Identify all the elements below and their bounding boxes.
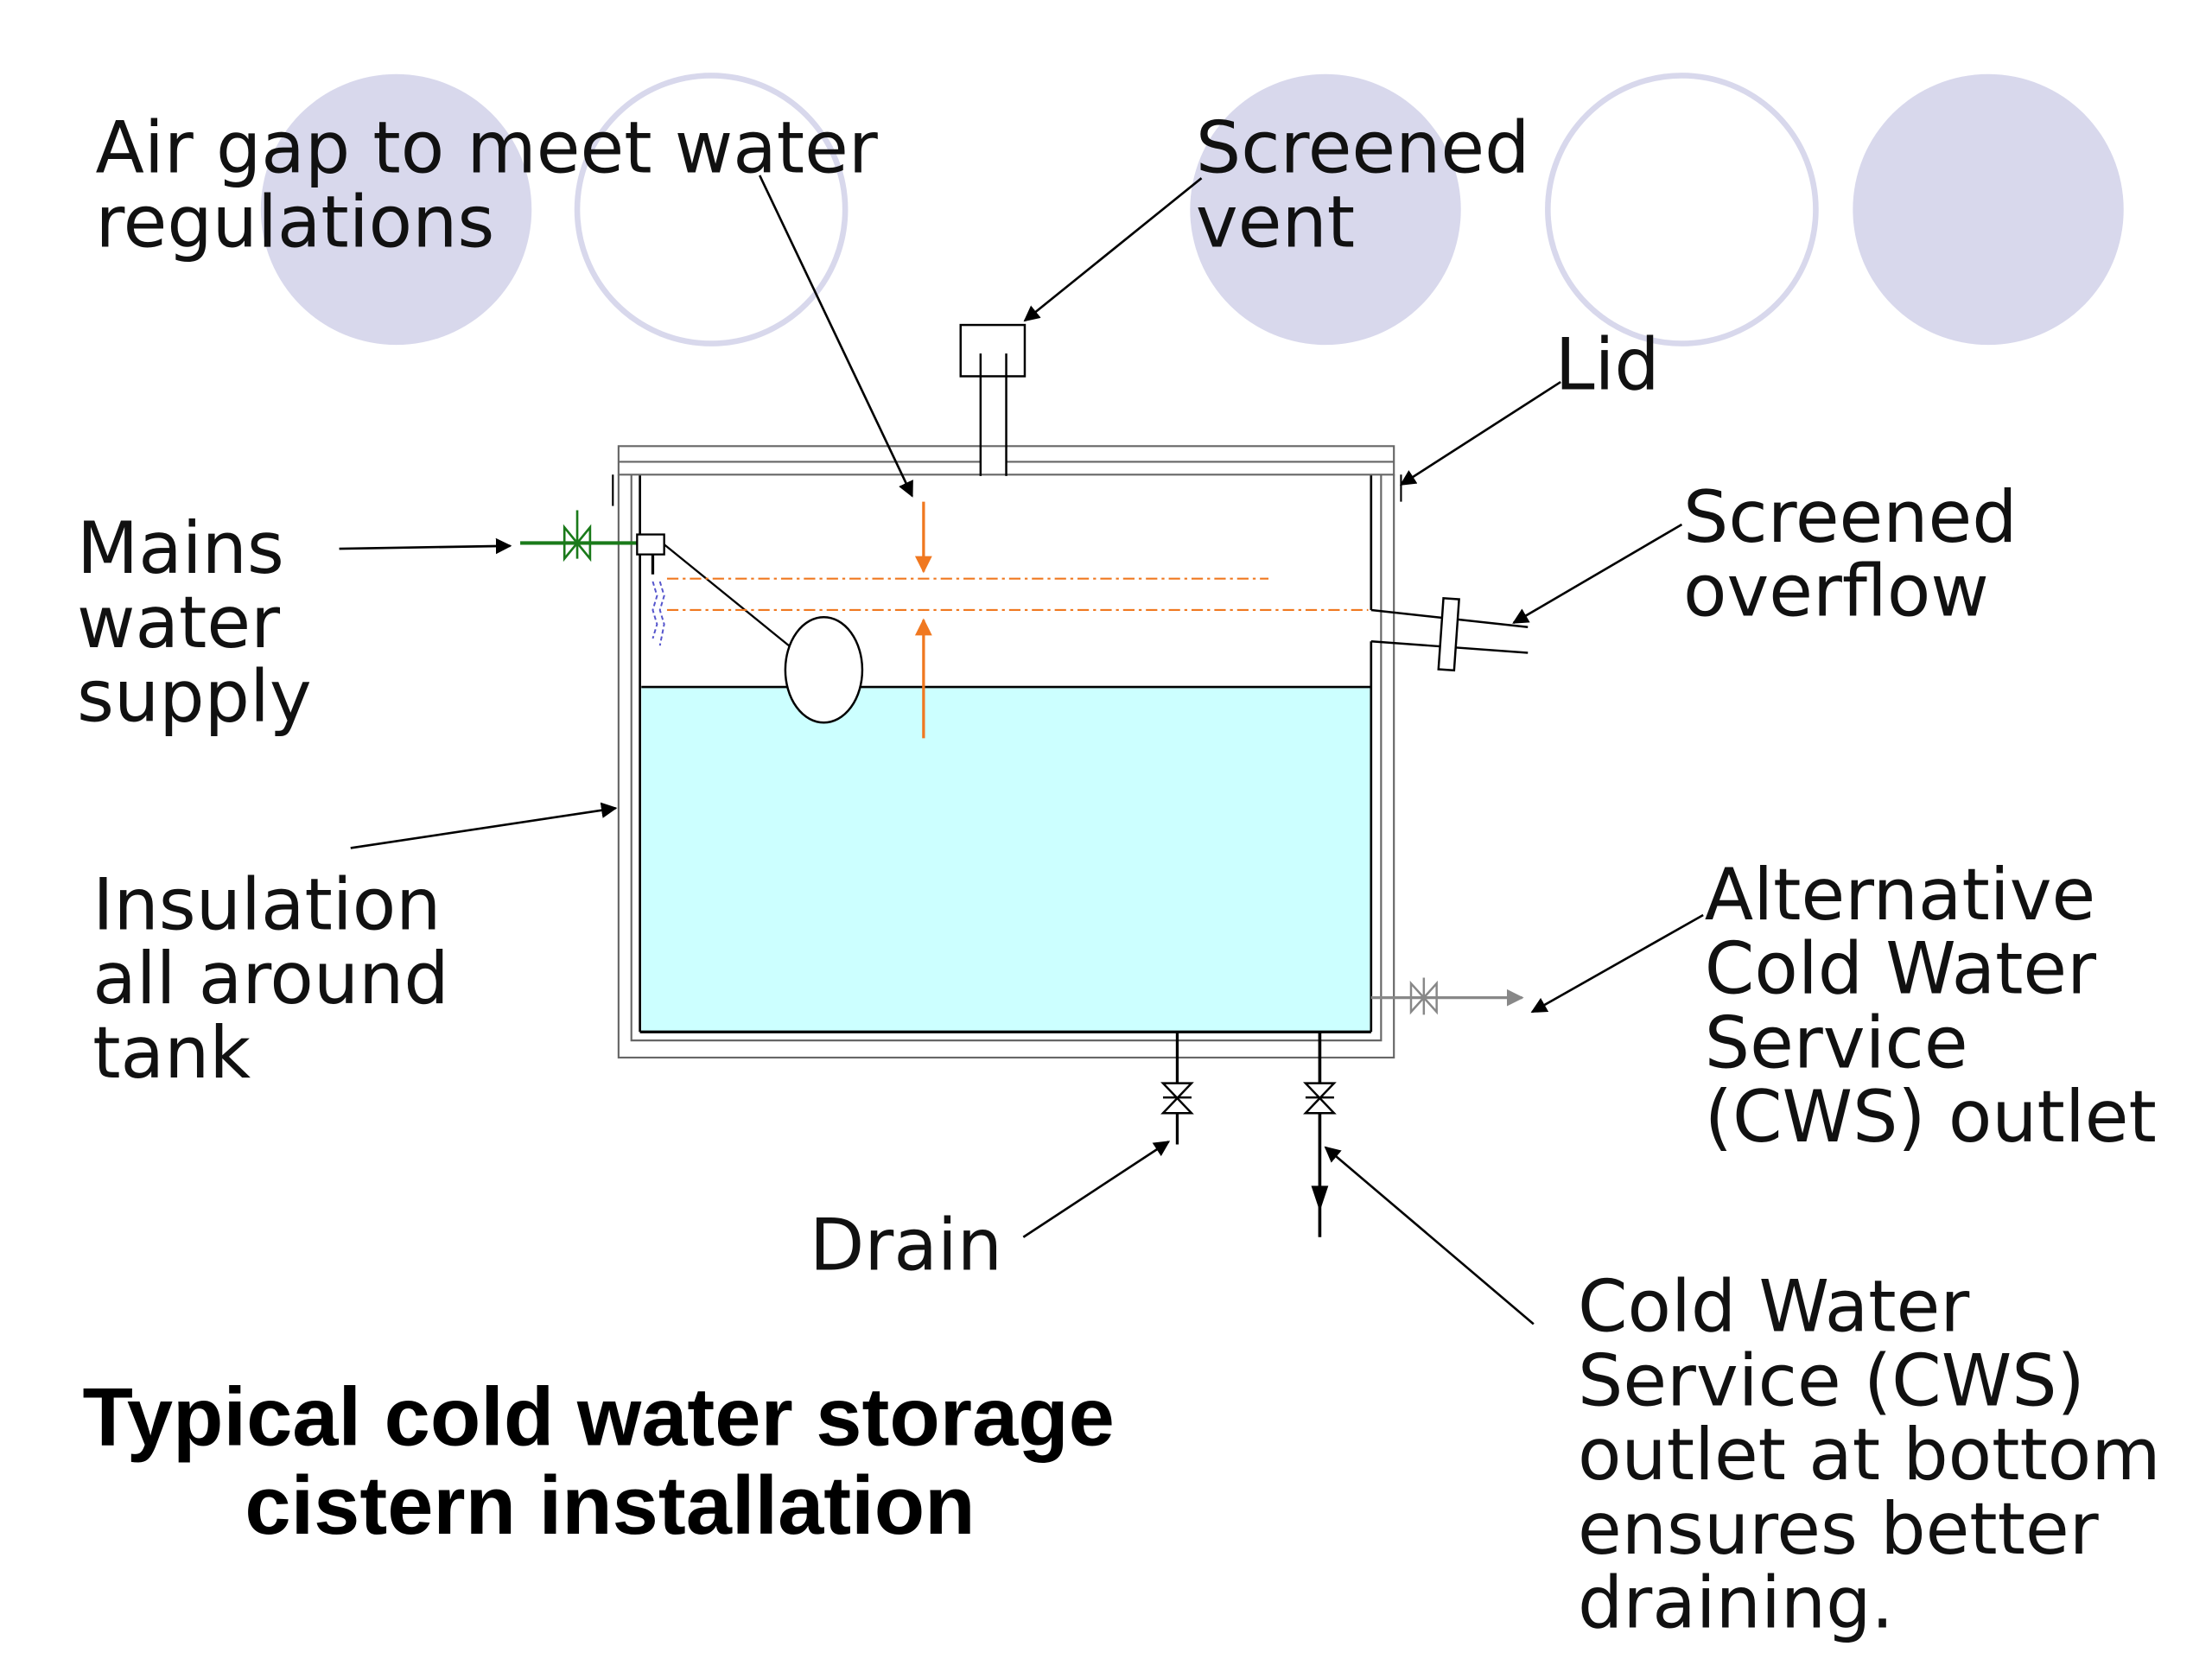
float-arm bbox=[663, 543, 793, 650]
ball-float bbox=[784, 615, 864, 724]
overflow-pipe bbox=[1370, 596, 1529, 672]
insulation-label: Insulation all around tank bbox=[92, 863, 472, 1095]
cws-flow-arrowhead bbox=[1311, 1185, 1329, 1212]
mains-water-supply-label: Mains water supply bbox=[77, 507, 312, 739]
drain-leader bbox=[1022, 1141, 1171, 1238]
bottom-outlets bbox=[1160, 1032, 1337, 1237]
decor-circle-filled bbox=[1190, 73, 1461, 346]
screened-vent-label: Screened vent bbox=[1196, 107, 1553, 264]
air-gap-leader bbox=[758, 175, 913, 498]
screened-vent bbox=[959, 323, 1027, 476]
tank bbox=[612, 445, 1402, 1058]
cws-bottom-label: Cold Water Service (CWS) outlet at botto… bbox=[1578, 1266, 2183, 1645]
drain-label: Drain bbox=[810, 1205, 1002, 1287]
mains-leader bbox=[339, 537, 512, 555]
mains-valve-icon bbox=[563, 510, 592, 563]
air-gap-label: Air gap to meet water regulations bbox=[96, 107, 900, 264]
stored-water bbox=[641, 687, 1371, 1033]
inlet-spray bbox=[652, 581, 665, 646]
alternative-cws-pipe bbox=[1370, 977, 1524, 1015]
decor-circle-ring bbox=[574, 73, 849, 346]
decor-circle-ring bbox=[1545, 73, 1819, 346]
insulation-leader bbox=[350, 802, 618, 849]
vent-leader bbox=[1023, 177, 1203, 322]
overflow-leader bbox=[1512, 523, 1683, 624]
diagram-title: Typical cold water storage cistern insta… bbox=[83, 1371, 1138, 1552]
cws-bottom-leader bbox=[1324, 1146, 1535, 1325]
air-gap-markers bbox=[666, 501, 1369, 739]
mains-inlet bbox=[520, 510, 864, 724]
overflow-screen bbox=[1437, 596, 1460, 672]
decor-circle-filled bbox=[260, 73, 532, 346]
lid-label: Lid bbox=[1555, 323, 1660, 406]
labels: Air gap to meet water regulations Screen… bbox=[77, 107, 2183, 1645]
vent-screen-box bbox=[959, 323, 1027, 378]
float-valve-body bbox=[636, 533, 665, 556]
lid-leader bbox=[1399, 380, 1561, 486]
alt-outlet-valve-icon bbox=[1409, 977, 1438, 1015]
alt-outlet-leader bbox=[1530, 913, 1704, 1014]
decorative-circles bbox=[260, 73, 2124, 346]
drain-valve-icon bbox=[1160, 1082, 1194, 1115]
leader-lines bbox=[339, 175, 1704, 1325]
alternative-cws-label: Alternative Cold Water Service (CWS) out… bbox=[1705, 854, 2157, 1159]
cws-bottom-valve-icon bbox=[1303, 1082, 1337, 1115]
screened-overflow-label: Screened overflow bbox=[1683, 476, 2040, 633]
insulation-jacket bbox=[617, 474, 1395, 1058]
decor-circle-filled bbox=[1853, 73, 2124, 346]
